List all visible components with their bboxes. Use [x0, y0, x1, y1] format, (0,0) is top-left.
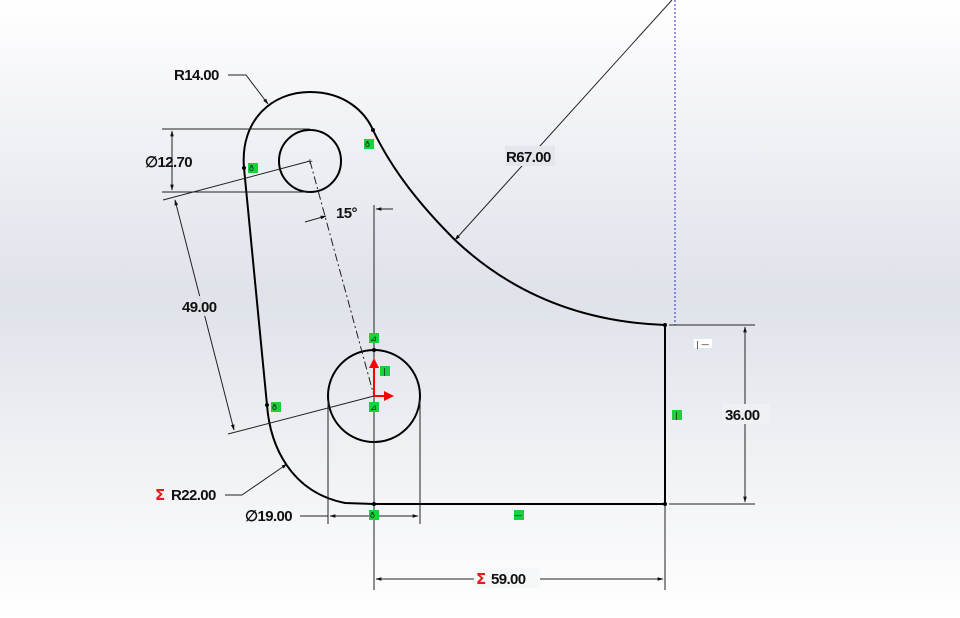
svg-text:59.00: 59.00: [491, 571, 526, 588]
relation-vertical-1[interactable]: |: [380, 366, 390, 376]
svg-text:—: —: [514, 511, 522, 520]
dim-diameter-12-70[interactable]: ∅12.70: [145, 128, 310, 193]
dim-r67[interactable]: R67.00: [454, 0, 673, 241]
relation-horizontal[interactable]: —: [514, 510, 524, 520]
dim-width-59[interactable]: Σ 59.00: [375, 506, 666, 590]
origin-icon[interactable]: [369, 358, 394, 401]
svg-text:⊿: ⊿: [370, 334, 377, 343]
arc-r67[interactable]: [372, 129, 666, 326]
dim-angle-15[interactable]: 15°: [304, 205, 393, 223]
dim-r14[interactable]: R14.00: [174, 67, 269, 105]
svg-text:Σ: Σ: [476, 570, 486, 588]
relation-tangent-4[interactable]: ð: [369, 510, 379, 520]
svg-text:ð: ð: [370, 511, 375, 520]
svg-text:49.00: 49.00: [182, 299, 217, 316]
dim-height-36[interactable]: 36.00: [669, 324, 770, 505]
svg-text:R67.00: R67.00: [506, 149, 551, 166]
dim-length-49[interactable]: 49.00: [162, 160, 375, 435]
svg-text:R14.00: R14.00: [174, 67, 219, 84]
svg-text:Σ: Σ: [155, 486, 165, 504]
svg-text:|: |: [675, 411, 678, 420]
svg-text:ð: ð: [272, 403, 277, 412]
centerline[interactable]: [309, 160, 375, 397]
left-line[interactable]: [243, 167, 268, 406]
arc-r22[interactable]: [266, 404, 375, 505]
relation-vertical-horizontal[interactable]: | —: [694, 339, 712, 349]
svg-text:36.00: 36.00: [725, 407, 760, 424]
arc-r14[interactable]: [242, 90, 374, 169]
svg-text:ð: ð: [249, 164, 254, 173]
sketch-profile[interactable]: [242, 90, 666, 505]
relation-vertical-2[interactable]: |: [672, 410, 682, 420]
svg-text:∅12.70: ∅12.70: [145, 154, 192, 171]
relation-tangent-1[interactable]: ð: [248, 163, 258, 173]
svg-text:| —: | —: [696, 340, 709, 349]
relation-coincident-1[interactable]: ⊿: [369, 333, 379, 343]
sketch-points[interactable]: [242, 128, 667, 506]
relation-tangent-2[interactable]: ð: [364, 139, 374, 149]
dim-diameter-19[interactable]: ∅19.00: [245, 400, 421, 525]
svg-text:∅19.00: ∅19.00: [245, 508, 292, 525]
svg-text:⊿: ⊿: [370, 403, 377, 412]
svg-text:R22.00: R22.00: [171, 487, 216, 504]
svg-text:15°: 15°: [336, 205, 357, 222]
svg-text:|: |: [383, 367, 386, 376]
relation-tangent-3[interactable]: ð: [271, 402, 281, 412]
dim-r22[interactable]: Σ R22.00: [155, 463, 288, 504]
svg-text:ð: ð: [365, 140, 370, 149]
relation-coincident-2[interactable]: ⊿: [369, 402, 379, 412]
